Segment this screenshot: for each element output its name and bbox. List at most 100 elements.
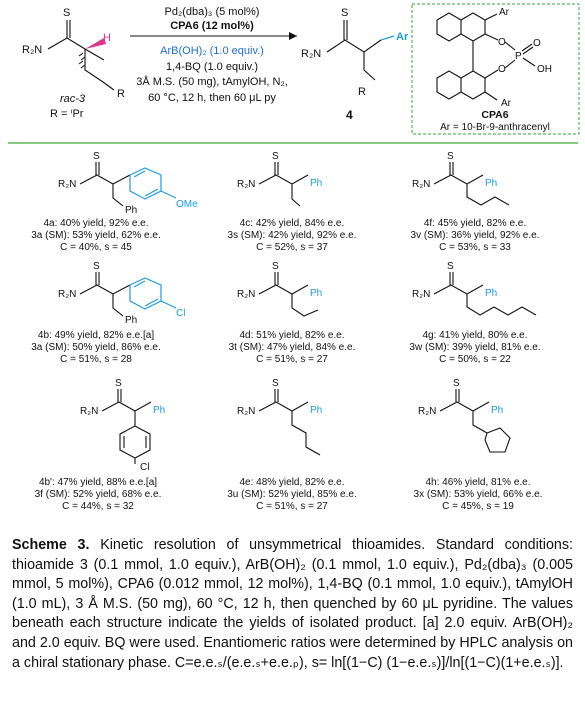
entry-sulfur: S (272, 261, 279, 272)
entry-ph: Ph (491, 405, 503, 416)
product-sulfur: S (341, 7, 348, 19)
entry-line-1: 4g: 41% yield, 80% e.e. (422, 330, 527, 341)
entry-amide: R₂N (58, 179, 76, 190)
entry-sulfur: S (272, 151, 279, 162)
entry-aryl-ring (129, 167, 177, 200)
catalyst-naphthyl-bottom (436, 70, 486, 100)
substrate-r-definition: R = ⁱPr (50, 108, 84, 120)
reaction-conditions: Pd₂(dba)₃ (5 mol%) CPA6 (12 mol%) ArB(OH… (130, 6, 297, 104)
entry-line-1: 4d: 51% yield, 82% e.e. (239, 330, 344, 341)
product-structure: S R₂N Ar R 4 (301, 7, 409, 122)
entry-skeleton (439, 389, 511, 453)
entry-sulfur: S (453, 378, 460, 389)
catalyst-ar-definition: Ar = 10-Br-9-anthracenyl (440, 122, 550, 133)
entry-line-1: 4e: 48% yield, 82% e.e. (239, 477, 344, 488)
catalyst-naphthyl-top (436, 12, 486, 42)
entry-line-2: 3a (SM): 53% yield, 62% e.e. (31, 230, 161, 241)
entry-line-2: 3x (SM): 53% yield, 66% e.e. (414, 489, 543, 500)
entry-line-1: 4a: 40% yield, 92% e.e. (43, 218, 148, 229)
caption-text: Kinetic resolution of unsymmetrical thio… (12, 537, 573, 671)
entry-line-1: 4b': 47% yield, 88% e.e.[a] (39, 477, 157, 488)
product-cs-double-bond (343, 20, 348, 40)
entry-substituent: Cl (176, 308, 185, 319)
product-r-label: R (358, 86, 366, 98)
substrate-skeleton (47, 37, 115, 91)
product-ar-label: Ar (396, 31, 409, 43)
entry-sulfur: S (447, 261, 454, 272)
entry-line-2: 3s (SM): 42% yield, 92% e.e. (228, 230, 357, 241)
entry-4b-prime: S R₂N Ph Cl 4b': 47% yield, 88% e.e.[a] … (35, 378, 166, 512)
catalyst-phosphate-bonds (484, 13, 516, 79)
substrate-r-label: R (117, 88, 125, 100)
catalyst-po-bonds (521, 43, 536, 67)
condition-solvent: 3Å M.S. (50 mg), tAmylOH, N₂, (136, 75, 288, 88)
entry-line-3: C = 51%, s = 28 (60, 354, 132, 365)
scheme-caption: Scheme 3. Kinetic resolution of unsymmet… (12, 536, 573, 673)
catalyst-oh: OH (537, 64, 552, 75)
entry-line-2: 3v (SM): 36% yield, 92% e.e. (411, 230, 540, 241)
entry-substituent: Cl (140, 462, 149, 473)
entry-skeleton (79, 272, 131, 317)
entry-line-1: 4h: 46% yield, 81% e.e. (425, 477, 530, 488)
entry-sulfur: S (93, 261, 100, 272)
entry-sulfur: S (447, 151, 454, 162)
entry-4d: S R₂N Ph 4d: 51% yield, 82% e.e. 3t (SM)… (229, 261, 356, 365)
entry-line-3: C = 40%, s = 45 (60, 242, 132, 253)
entry-skeleton (258, 162, 309, 207)
condition-pd: Pd₂(dba)₃ (5 mol%) (165, 6, 260, 18)
catalyst-box: Ar O O P O OH Ar CPA6 Ar = 10-Br-9-anthr… (411, 3, 580, 135)
product-aryl-bond (380, 35, 395, 41)
entry-4b: S R₂N Ph Cl 4b: 49% yield, 82% e.e.[a] 3… (31, 261, 185, 365)
catalyst-o3: O (533, 38, 541, 49)
condition-cpa: CPA6 (12 mol%) (170, 20, 254, 32)
condition-temperature: 60 °C, 12 h, then 60 μL py (148, 92, 276, 104)
catalyst-name: CPA6 (481, 109, 508, 121)
entry-4e: S R₂N Ph 4e: 48% yield, 82% e.e. 3u (SM)… (227, 378, 357, 512)
entry-amide: R₂N (237, 289, 255, 300)
product-number: 4 (346, 108, 353, 122)
catalyst-o2: O (498, 64, 506, 75)
entry-sulfur: S (115, 378, 122, 389)
entry-skeleton (433, 272, 537, 316)
entry-ph: Ph (310, 288, 322, 299)
catalyst-o1: O (498, 37, 506, 48)
entry-4g: S R₂N Ph 4g: 41% yield, 80% e.e. 3w (SM)… (409, 261, 540, 365)
substrate-name: rac-3 (60, 93, 86, 105)
substrate-cs-double-bond (66, 20, 71, 38)
entry-ph: Ph (153, 405, 165, 416)
entry-4c: S R₂N Ph 4c: 42% yield, 84% e.e. 3s (SM)… (228, 151, 357, 253)
catalyst-frame (411, 3, 580, 135)
caption-label: Scheme 3. (12, 537, 90, 553)
entry-line-1: 4c: 42% yield, 84% e.e. (240, 218, 345, 229)
substrate-h-label: H (103, 32, 111, 44)
entry-line-2: 3w (SM): 39% yield, 81% e.e. (409, 342, 540, 353)
entry-line-3: C = 53%, s = 33 (439, 242, 511, 253)
entry-line-3: C = 44%, s = 32 (62, 501, 134, 512)
substrate-sulfur: S (63, 7, 70, 19)
entry-sulfur: S (93, 151, 100, 162)
entry-amide: R₂N (418, 406, 436, 417)
entry-line-1: 4b: 49% yield, 82% e.e.[a] (38, 330, 154, 341)
substrate-wavy-bond (78, 52, 86, 69)
entry-aryl-ring (129, 277, 177, 310)
product-skeleton (326, 39, 382, 81)
entry-line-1: 4f: 45% yield, 82% e.e. (424, 218, 526, 229)
substrate-amide: R₂N (22, 44, 42, 56)
entry-skeleton (258, 389, 321, 456)
entry-amide: R₂N (58, 289, 76, 300)
entry-line-3: C = 45%, s = 19 (442, 501, 514, 512)
condition-bq: 1,4-BQ (1.0 equiv.) (166, 61, 258, 73)
entry-amide: R₂N (237, 179, 255, 190)
entry-4h: S R₂N Ph 4h: 46% yield, 81% e.e. 3x (SM)… (414, 378, 543, 512)
entry-sulfur: S (272, 378, 279, 389)
entry-skeleton (258, 272, 319, 317)
catalyst-ar-bottom: Ar (501, 98, 512, 109)
entry-line-3: C = 51%, s = 27 (256, 501, 328, 512)
product-amide: R₂N (301, 48, 321, 60)
entry-amide: R₂N (412, 179, 430, 190)
entry-amide: R₂N (237, 406, 255, 417)
substrate-ch-bond (85, 38, 106, 49)
substrate-structure: S R₂N H R rac-3 R = ⁱPr (22, 7, 125, 120)
entry-line-3: C = 51%, s = 27 (256, 354, 328, 365)
